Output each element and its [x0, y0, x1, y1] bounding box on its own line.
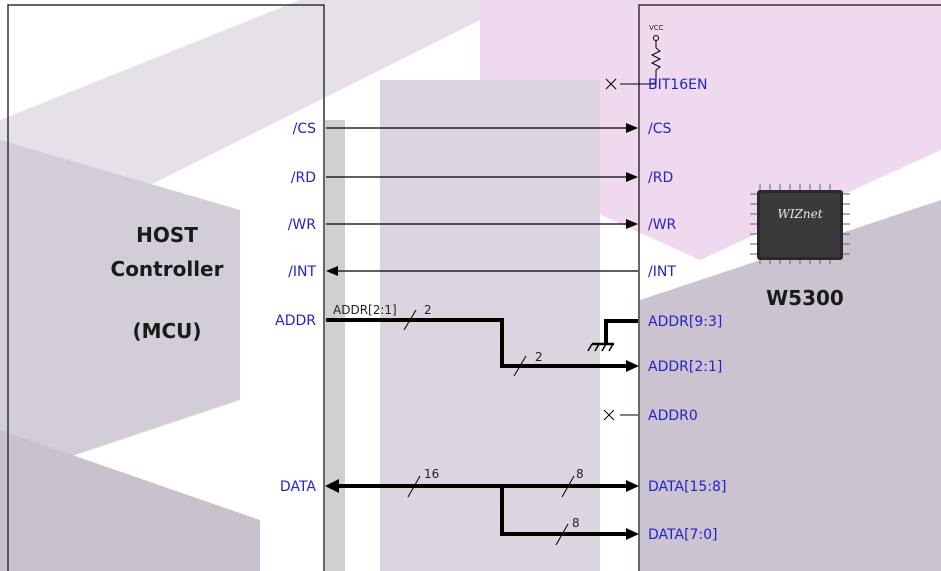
host-controller-box [7, 4, 325, 571]
nc-mark-bit16en [605, 78, 617, 90]
data-bus-width: 16 [424, 467, 439, 481]
addr-bus [326, 309, 639, 377]
chip-name: W5300 [766, 286, 844, 310]
vcc-label: VCC [649, 24, 664, 32]
signal-int [326, 266, 638, 276]
data-high-width: 8 [576, 467, 584, 481]
chip-pin-cs: /CS [648, 121, 671, 137]
host-title-line3: (MCU) [132, 319, 201, 343]
chip-pin-wr: /WR [648, 217, 677, 233]
signal-cs [326, 123, 638, 133]
host-title-line1: HOST [136, 223, 198, 247]
w5300-chip-box [638, 4, 941, 571]
data-low-width: 8 [572, 516, 580, 530]
chip-pin-rd: /RD [648, 170, 673, 186]
signal-wr [326, 219, 638, 229]
chip-pin-data158: DATA[15:8] [648, 479, 726, 495]
chip-pin-addr93: ADDR[9:3] [648, 314, 722, 330]
vcc-pullup: VCC [620, 24, 664, 85]
chip-pin-addr21: ADDR[2:1] [648, 359, 722, 375]
host-pin-cs: /CS [293, 121, 316, 137]
addr-branch-width: 2 [535, 350, 543, 364]
chip-logo-text: WIZnet [777, 207, 822, 221]
addr-bus-label: ADDR[2:1] [333, 303, 397, 317]
chip-package-icon: WIZnet [750, 184, 850, 264]
chip-pin-data70: DATA[7:0] [648, 527, 718, 543]
addr-bus-width: 2 [424, 303, 432, 317]
host-pin-data: DATA [280, 479, 316, 495]
chip-pin-bit16en: BIT16EN [648, 77, 707, 93]
host-pin-addr: ADDR [275, 313, 316, 329]
data-bus [325, 475, 639, 546]
host-title-line2: Controller [111, 257, 224, 281]
chip-pin-addr0: ADDR0 [648, 408, 698, 424]
host-pin-wr: /WR [288, 217, 317, 233]
host-pin-int: /INT [288, 264, 316, 280]
signal-rd [326, 172, 638, 182]
host-pin-rd: /RD [291, 170, 316, 186]
nc-mark-addr0 [603, 409, 638, 421]
chip-pin-int: /INT [648, 264, 676, 280]
